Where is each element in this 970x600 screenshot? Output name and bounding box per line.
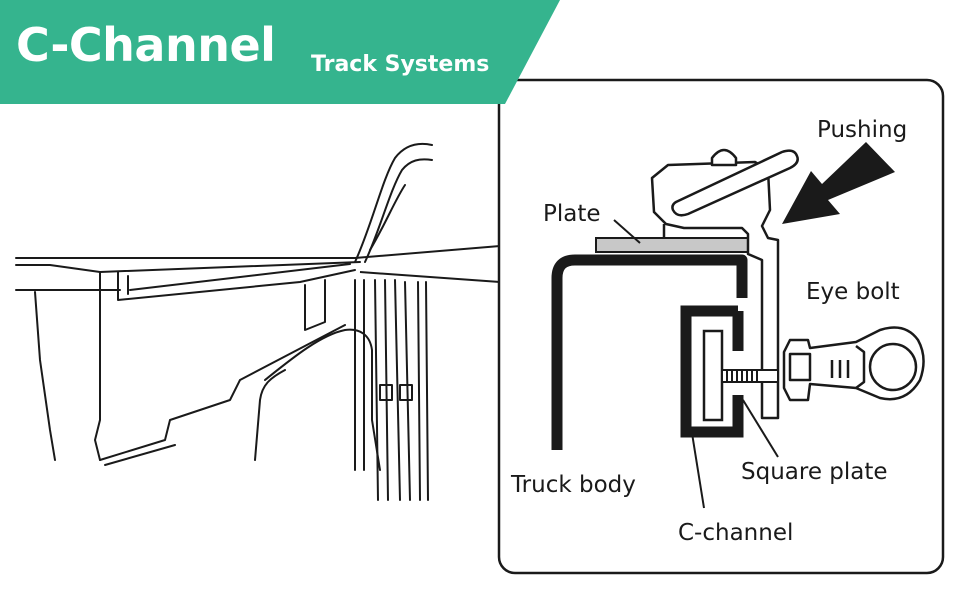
label-eye-bolt: Eye bolt [806, 279, 900, 305]
label-c-channel: C-channel [678, 520, 794, 546]
clamp [650, 148, 799, 420]
detail-frame [497, 78, 945, 575]
header-banner [0, 0, 560, 104]
page-subtitle: Track Systems [311, 52, 490, 77]
truck-bed-illustration [15, 142, 433, 501]
bolt-thread [721, 369, 779, 383]
label-plate: Plate [543, 201, 601, 227]
page-title: C-Channel [16, 18, 276, 72]
plate-shape [595, 237, 751, 253]
label-pushing: Pushing [817, 117, 908, 143]
c-channel-shape [680, 305, 744, 438]
leader-lines [613, 219, 779, 509]
square-plate-shape [702, 329, 724, 422]
zoom-connector [354, 245, 501, 283]
pushing-arrow [782, 142, 895, 224]
eye-bolt-shape [782, 326, 925, 402]
label-truck-body: Truck body [511, 472, 636, 498]
banner-shape [0, 0, 560, 104]
truck-body-profile [551, 254, 748, 450]
label-square-plate: Square plate [741, 459, 888, 485]
